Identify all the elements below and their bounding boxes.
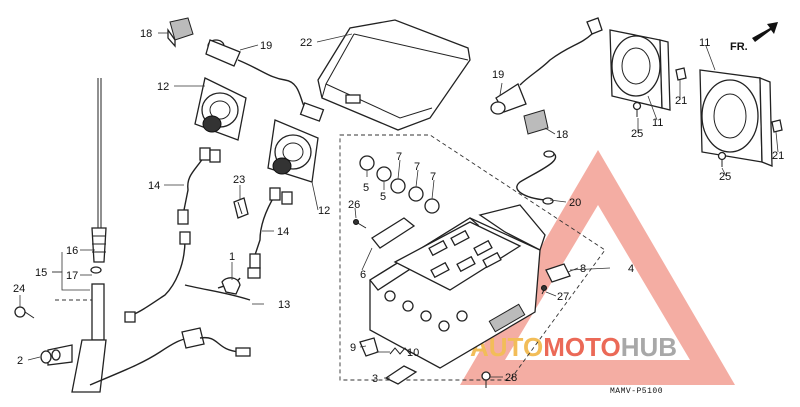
part-25-screw-b bbox=[717, 151, 727, 167]
part-18-clip-right bbox=[523, 109, 549, 135]
part-14-wire-right bbox=[249, 187, 293, 269]
audio-unit-outline bbox=[339, 134, 606, 381]
part-2-grommet bbox=[40, 349, 61, 364]
callout-17: 17 bbox=[66, 270, 78, 282]
knob-5-b bbox=[376, 166, 392, 182]
part-26-screw bbox=[353, 219, 367, 229]
callout-12: 12 bbox=[157, 81, 169, 93]
callout-7: 7 bbox=[396, 151, 402, 163]
callout-12: 12 bbox=[318, 205, 330, 217]
knob-5-a bbox=[359, 155, 375, 171]
callout-23: 23 bbox=[233, 174, 245, 186]
watermark-word-hub: HUB bbox=[621, 332, 677, 362]
diagram-code: MAMV-P5100 bbox=[610, 387, 663, 396]
part-18-clip-left bbox=[167, 17, 194, 48]
callout-7: 7 bbox=[414, 161, 420, 173]
leader-lines bbox=[19, 32, 779, 379]
part-13-harness bbox=[124, 231, 261, 323]
part-10-spring bbox=[389, 347, 411, 355]
direction-label: FR. bbox=[730, 41, 748, 53]
callout-11: 11 bbox=[699, 37, 710, 49]
part-23-clip bbox=[233, 197, 249, 219]
part-20-ground-wire bbox=[516, 150, 557, 205]
part-22-lid bbox=[317, 19, 471, 131]
antenna-assembly bbox=[47, 78, 107, 393]
callout-18: 18 bbox=[556, 129, 568, 141]
callout-10: 10 bbox=[407, 347, 419, 359]
callout-5: 5 bbox=[363, 182, 369, 194]
audio-unit bbox=[369, 204, 546, 369]
watermark-word-moto: MOTO bbox=[543, 332, 621, 362]
part-9-bracket bbox=[359, 337, 379, 357]
knob-7-b bbox=[408, 186, 424, 202]
callout-21: 21 bbox=[772, 150, 784, 162]
part-1-clip bbox=[221, 277, 241, 295]
callout-8: 8 bbox=[580, 263, 586, 275]
callout-2: 2 bbox=[17, 355, 23, 367]
callout-6: 6 bbox=[360, 269, 366, 281]
callout-13: 13 bbox=[278, 299, 290, 311]
callout-22: 22 bbox=[300, 37, 312, 49]
part-11-speaker-front bbox=[699, 69, 773, 167]
callout-24: 24 bbox=[13, 283, 25, 295]
callout-11: 11 bbox=[652, 117, 663, 129]
part-28-screw bbox=[481, 371, 491, 388]
part-12-speaker-top bbox=[194, 77, 247, 141]
part-25-screw-a bbox=[632, 101, 642, 117]
part-19-connector-left bbox=[205, 39, 325, 122]
part-12-speaker-bottom bbox=[267, 119, 319, 183]
knob-7-c bbox=[424, 198, 440, 214]
front-direction-arrow: FR. bbox=[730, 22, 778, 53]
callout-labels: 18 19 22 12 12 14 14 23 1 13 16 15 17 24… bbox=[13, 28, 784, 385]
callout-18: 18 bbox=[140, 28, 152, 40]
callout-9: 9 bbox=[350, 342, 356, 354]
callout-19: 19 bbox=[492, 69, 504, 81]
callout-25: 25 bbox=[631, 128, 643, 140]
part-19-connector-right bbox=[490, 17, 603, 115]
callout-15: 15 bbox=[35, 267, 47, 279]
callout-14: 14 bbox=[277, 226, 289, 238]
part-3-latch bbox=[384, 365, 418, 385]
knob-7-a bbox=[390, 178, 406, 194]
callout-16: 16 bbox=[66, 245, 78, 257]
part-6-cover bbox=[371, 217, 416, 249]
callout-1: 1 bbox=[229, 251, 235, 263]
callout-5: 5 bbox=[380, 191, 386, 203]
antenna-cable bbox=[89, 327, 251, 386]
callout-27: 27 bbox=[557, 291, 569, 303]
part-14-wire-left bbox=[177, 147, 221, 225]
callout-20: 20 bbox=[569, 197, 581, 209]
callout-26: 26 bbox=[348, 199, 360, 211]
part-21-nut-b bbox=[771, 119, 783, 133]
part-8-bracket bbox=[545, 263, 571, 283]
svg-text:AUTOMOTOHUB: AUTOMOTOHUB bbox=[470, 332, 677, 362]
part-24-screw bbox=[14, 306, 35, 319]
part-11-speaker-back bbox=[609, 29, 671, 111]
callout-14: 14 bbox=[148, 180, 160, 192]
callout-7: 7 bbox=[430, 171, 436, 183]
callout-28: 28 bbox=[505, 372, 517, 384]
part-27-screw bbox=[541, 285, 547, 295]
callout-25: 25 bbox=[719, 171, 731, 183]
callout-21: 21 bbox=[675, 95, 687, 107]
callout-3: 3 bbox=[372, 373, 378, 385]
callout-19: 19 bbox=[260, 40, 272, 52]
watermark-triangle bbox=[460, 150, 735, 385]
part-21-nut-a bbox=[675, 67, 687, 81]
knobs bbox=[359, 155, 440, 214]
callout-4: 4 bbox=[628, 263, 634, 275]
arrow-icon bbox=[752, 22, 778, 42]
